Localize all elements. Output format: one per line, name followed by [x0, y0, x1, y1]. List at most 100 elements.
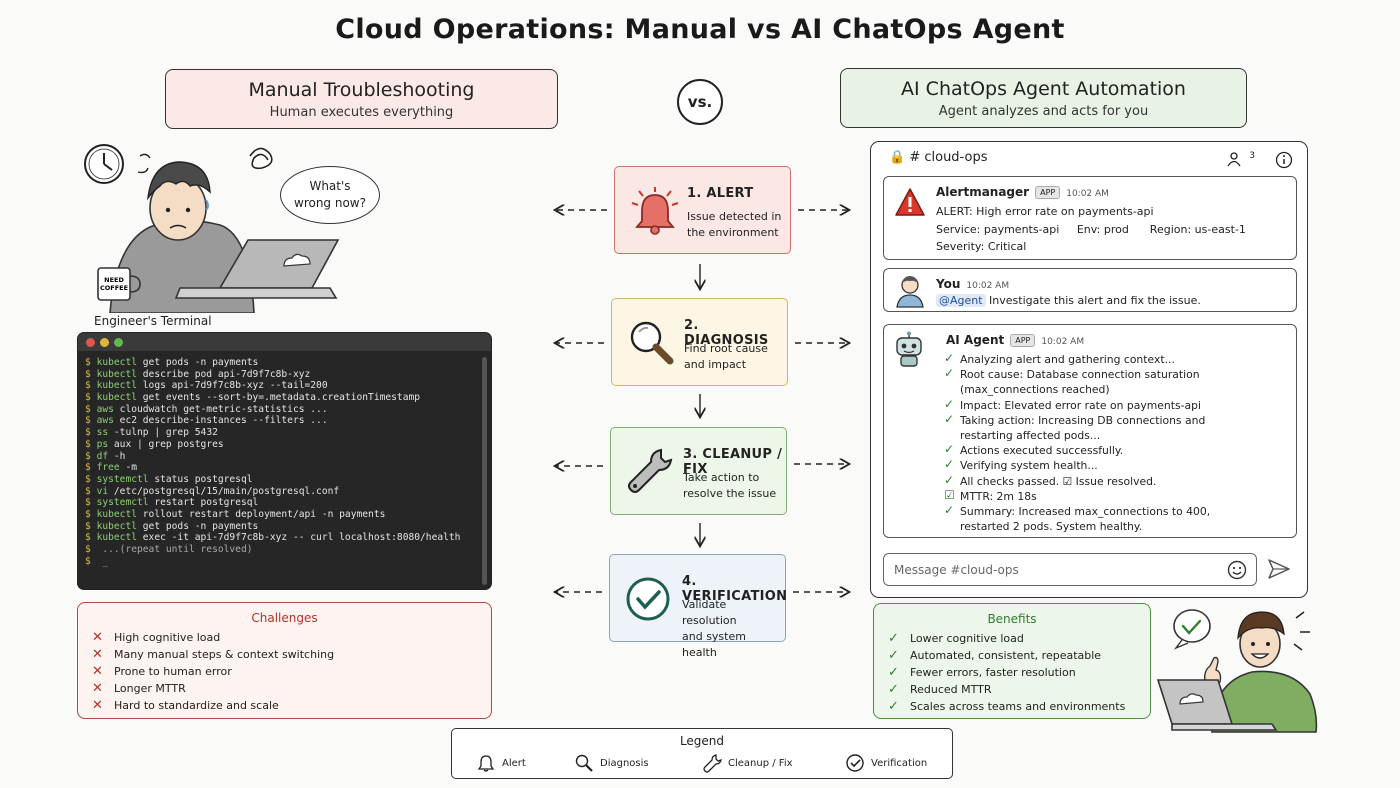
- benefit-text: Lower cognitive load: [910, 632, 1024, 645]
- terminal-command: systemctl: [96, 497, 149, 509]
- terminal-command: kubectl: [96, 368, 137, 380]
- terminal-command: systemctl: [96, 473, 149, 485]
- info-icon[interactable]: [1275, 151, 1293, 169]
- happy-engineer-illustration: [1156, 609, 1318, 733]
- terminal-args: describe pod api-7d9f7c8b-xyz: [137, 368, 311, 380]
- terminal-prompt: $: [85, 520, 91, 532]
- terminal-command: vi: [96, 485, 109, 497]
- members-icon[interactable]: [1227, 151, 1243, 167]
- laptop-icon: [174, 239, 340, 299]
- agent-app-badge: APP: [1010, 334, 1036, 347]
- terminal-args: -h: [108, 450, 126, 462]
- benefit-item: ✓Reduced MTTR: [888, 681, 1136, 698]
- benefits-title: Benefits: [987, 612, 1037, 626]
- terminal-prompt: $: [85, 380, 91, 392]
- thought-line-2: wrong now?: [294, 196, 366, 210]
- terminal-prompt: $: [85, 497, 91, 509]
- terminal-line: $ kubectl get events --sort-by=.metadata…: [85, 392, 460, 404]
- terminal-args: /etc/postgresql/15/main/postgresql.conf: [108, 485, 340, 497]
- legend-label-verification: Verification: [871, 757, 928, 769]
- terminal-line: $ kubectl exec -it api-7d9f7c8b-xyz -- c…: [85, 532, 460, 544]
- page-title: Cloud Operations: Manual vs AI ChatOps A…: [335, 14, 1065, 45]
- terminal-prompt: $: [85, 555, 91, 567]
- terminal-command: kubectl: [96, 520, 137, 532]
- bell-icon: [477, 755, 495, 772]
- terminal-line: $ free -m: [85, 462, 460, 474]
- benefit-text: Scales across teams and environments: [910, 700, 1126, 713]
- benefit-item: ✓Fewer errors, faster resolution: [888, 664, 1136, 681]
- terminal-command: ps: [96, 438, 109, 450]
- x-icon: ✕: [92, 647, 103, 662]
- user-text-line: @Agent Investigate this alert and fix th…: [936, 294, 1201, 307]
- terminal-args: rollout restart deployment/api -n paymen…: [137, 508, 386, 520]
- user-avatar: [896, 276, 924, 308]
- bell-icon: [631, 187, 679, 235]
- stressed-engineer-illustration: NEED COFFEE: [84, 144, 340, 313]
- user-sender: You: [936, 277, 961, 291]
- terminal-args: get pods -n payments: [137, 357, 259, 368]
- check-icon: ✓: [944, 351, 955, 365]
- terminal-titlebar: [78, 333, 491, 351]
- step-alert-desc: Issue detected in the environment: [687, 209, 787, 241]
- alert-time: 10:02 AM: [1066, 189, 1109, 199]
- terminal-command: aws: [96, 403, 114, 415]
- agent-mention[interactable]: @Agent: [936, 294, 986, 307]
- message-input[interactable]: Message #cloud-ops: [883, 553, 1257, 586]
- terminal-args: cloudwatch get-metric-statistics ...: [113, 403, 328, 415]
- step-alert-desc-1: Issue detected in: [687, 210, 782, 223]
- agent-line: Root cause: Database connection saturati…: [960, 368, 1200, 382]
- user-text: Investigate this alert and fix the issue…: [985, 294, 1201, 307]
- agent-line: Actions executed successfully.: [960, 444, 1124, 458]
- warning-icon: [895, 188, 925, 216]
- terminal-prompt: $: [85, 462, 91, 474]
- challenges-title: Challenges: [251, 611, 318, 625]
- speech-check-icon: [1173, 609, 1211, 650]
- vs-badge: vs.: [677, 79, 723, 125]
- terminal-line: $ kubectl get pods -n payments: [85, 521, 460, 533]
- terminal-command: kubectl: [96, 357, 137, 368]
- terminal-prompt: $: [85, 532, 91, 544]
- step-alert: 1. ALERT Issue detected in the environme…: [614, 166, 791, 254]
- benefit-text: Reduced MTTR: [910, 683, 992, 696]
- step-alert-title: 1. ALERT: [687, 186, 754, 201]
- agent-line: Taking action: Increasing DB connections…: [960, 413, 1206, 427]
- terminal-line: $ systemctl status postgresql: [85, 474, 460, 486]
- legend-item-verification: Verification: [845, 753, 927, 773]
- wrench-icon: [703, 754, 722, 773]
- benefits-box: Benefits ✓Lower cognitive load✓Automated…: [873, 603, 1151, 719]
- challenge-item: ✕Hard to standardize and scale: [92, 697, 477, 714]
- send-icon[interactable]: [1267, 558, 1291, 580]
- manual-header: Manual Troubleshooting Human executes ev…: [165, 69, 558, 129]
- challenge-item: ✕Many manual steps & context switching: [92, 646, 477, 663]
- step-diagnosis: 2. DIAGNOSIS Find root cause and impact: [611, 298, 788, 386]
- terminal-line: $ vi /etc/postgresql/15/main/postgresql.…: [85, 486, 460, 498]
- thought-line-1: What's: [309, 179, 351, 193]
- alert-line-1: ALERT: High error rate on payments-api: [936, 205, 1154, 218]
- mug-text-1: NEED: [104, 276, 124, 284]
- terminal-args: get pods -n payments: [137, 520, 259, 532]
- step-verification-title: 4. VERIFICATION: [682, 574, 788, 604]
- step-diagnosis-desc: Find root cause and impact: [684, 341, 784, 373]
- channel-header[interactable]: 🔒 # cloud-ops: [889, 150, 987, 165]
- step-verification: 4. VERIFICATION Validate resolution and …: [609, 554, 788, 659]
- check-circle-icon: [846, 754, 864, 772]
- benefit-item: ✓Scales across teams and environments: [888, 698, 1136, 715]
- check-circle-icon: [626, 577, 670, 621]
- agent-sender: AI Agent: [946, 333, 1005, 347]
- agent-line: Analyzing alert and gathering context...: [960, 353, 1175, 366]
- x-icon: ✕: [92, 664, 103, 679]
- maximize-dot-icon: [114, 338, 123, 347]
- emoji-icon[interactable]: [1227, 560, 1247, 580]
- step-fix-title: 3. CLEANUP / FIX: [683, 447, 783, 477]
- terminal-line: $ ...(repeat until resolved): [85, 544, 460, 556]
- magnifier-icon: [630, 321, 674, 365]
- benefit-item: ✓Lower cognitive load: [888, 630, 1136, 647]
- channel-name: # cloud-ops: [909, 150, 988, 165]
- agent-line: All checks passed. ☑ Issue resolved.: [960, 474, 1157, 488]
- step-alert-desc-2: the environment: [687, 226, 779, 239]
- legend-label-alert: Alert: [502, 757, 526, 769]
- terminal-scrollbar[interactable]: [482, 357, 487, 585]
- legend-item-fix: Cleanup / Fix: [702, 753, 793, 773]
- alert-line-2: Service: payments-api Env: prod Region: …: [936, 223, 1246, 236]
